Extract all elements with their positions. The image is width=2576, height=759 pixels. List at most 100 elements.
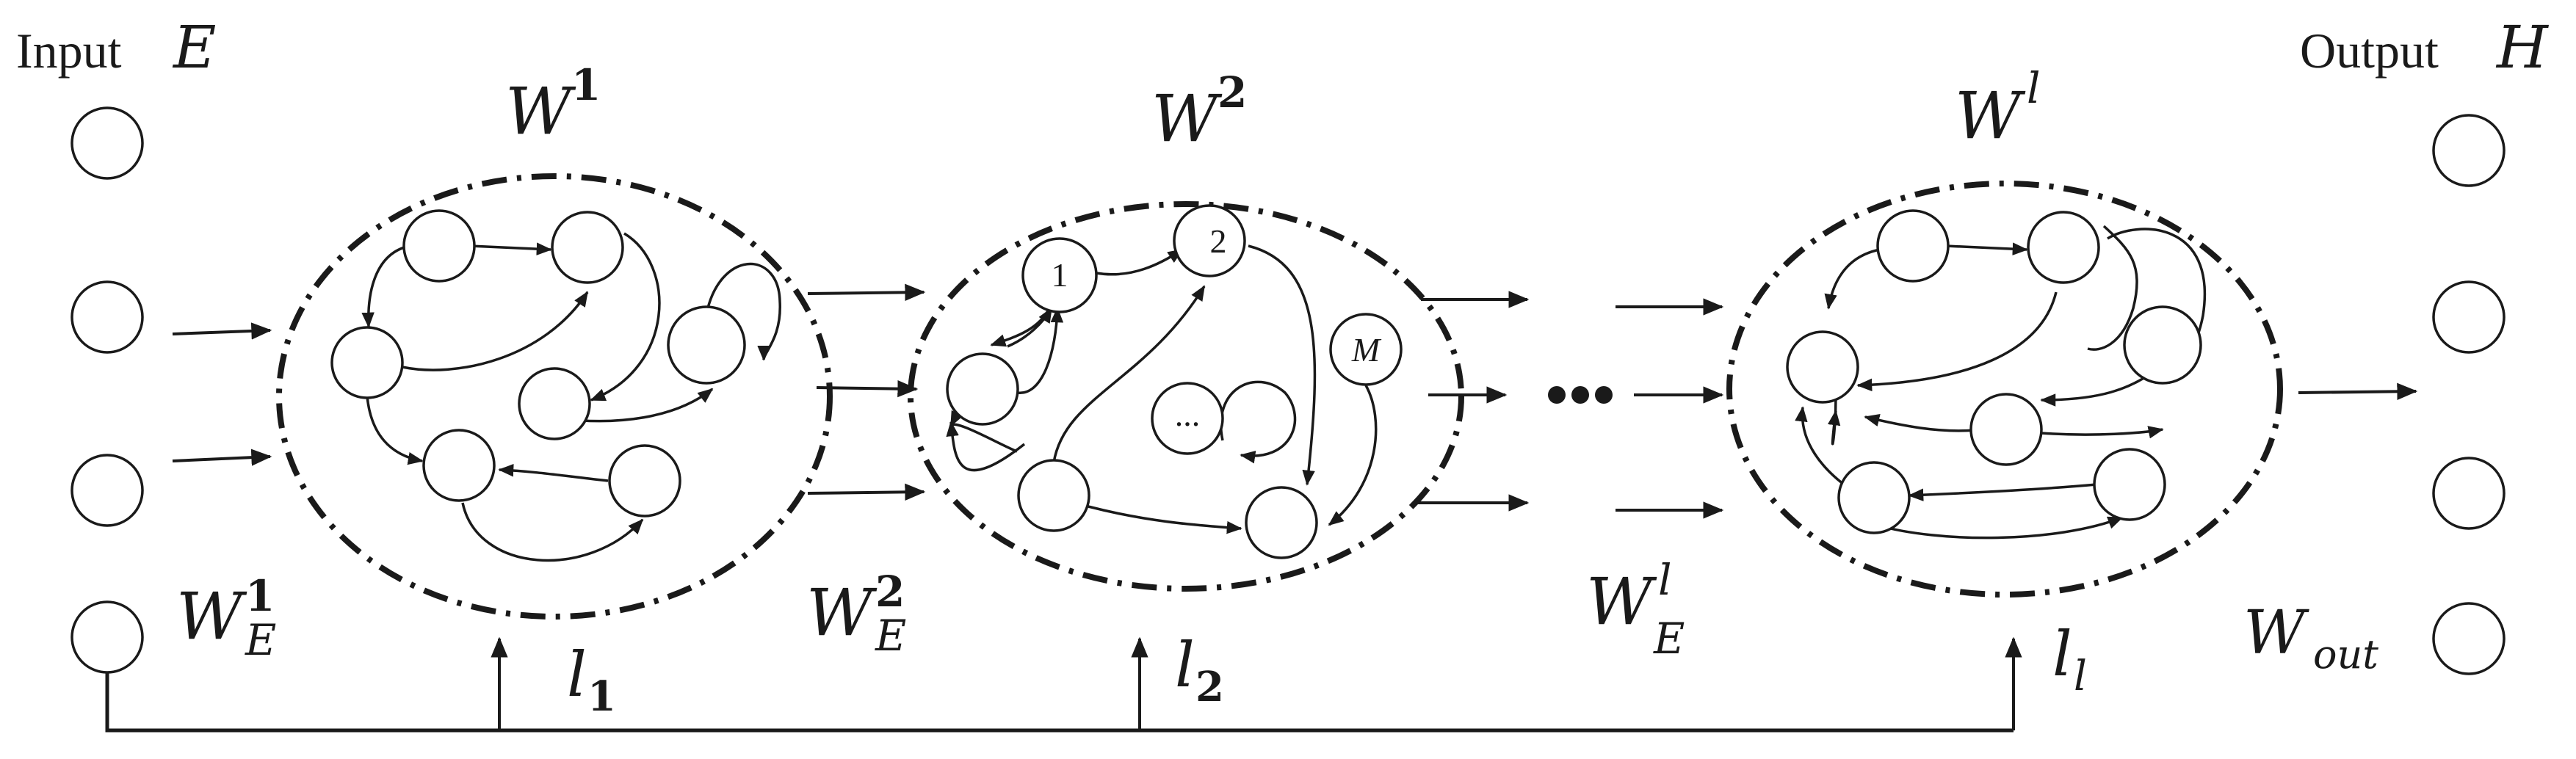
reservoir-edge — [498, 464, 609, 482]
reservoir-edge — [1096, 248, 1184, 276]
input-node — [70, 280, 144, 354]
reservoir-node — [667, 305, 746, 385]
reservoir-l — [1726, 181, 2283, 598]
reservoir-node-m-label: M — [1351, 331, 1382, 368]
ellipsis — [1548, 386, 1613, 404]
reservoir-node — [1969, 393, 2043, 466]
input-weight-2-sub: E — [875, 611, 906, 661]
input-weight-l-base: W — [1586, 564, 1657, 639]
reservoir-l-weight-sup: l — [2027, 63, 2041, 113]
output-weight-sub: out — [2313, 631, 2378, 678]
reservoir-edge — [590, 232, 661, 402]
input-node — [70, 454, 144, 527]
reservoir-l-weight: W l — [1955, 63, 2041, 153]
input-node — [70, 600, 144, 674]
leak-rate-2-sub: 2 — [1195, 663, 1224, 711]
reservoir-2: 1 2 ... M — [908, 201, 1464, 592]
input-nodes — [70, 106, 144, 674]
reservoir-edge — [1908, 483, 2097, 501]
reservoir-edge — [2041, 426, 2164, 439]
reservoir-node — [1245, 486, 1318, 559]
leak-rate-1: l 1 — [567, 639, 616, 721]
input-weight-1-sub: E — [245, 615, 276, 665]
output-node — [2432, 114, 2506, 187]
reservoir-node — [2123, 305, 2202, 385]
output-arrow — [2298, 382, 2418, 400]
ellipsis-dot — [1548, 386, 1566, 404]
reservoir-node-2 — [1173, 204, 1246, 277]
reservoir-edge — [469, 242, 552, 255]
inter-reservoir-arrows-1 — [807, 283, 926, 501]
reservoir-node-dots — [1151, 382, 1224, 455]
output-title: Output H — [2300, 13, 2550, 81]
reservoir-2-weight-sup: 2 — [1218, 68, 1247, 117]
input-weight-1-sup: 1 — [245, 571, 275, 621]
reservoir-node — [946, 352, 1019, 426]
reservoir-1-weight: W 1 — [505, 60, 601, 149]
reservoir-node — [2027, 211, 2100, 284]
reservoir-node — [1017, 459, 1090, 532]
reservoir-1-boundary — [276, 173, 833, 620]
connection-arrow — [816, 380, 919, 398]
input-weight-2-base: W — [806, 575, 878, 650]
reservoir-l-weight-base: W — [1955, 78, 2026, 153]
leak-rate-l-sub: l — [2074, 653, 2087, 700]
bus-line — [105, 672, 2014, 733]
output-node — [2432, 602, 2506, 675]
reservoir-edge — [949, 410, 1018, 453]
leak-rate-2: l 2 — [1175, 629, 1224, 711]
inter-reservoir-arrows-2 — [1414, 291, 1530, 512]
reservoir-edge — [1328, 385, 1378, 526]
output-nodes — [2432, 114, 2506, 675]
reservoir-edge — [361, 244, 410, 328]
reservoir-edge — [1016, 307, 1064, 394]
connection-arrow — [807, 283, 926, 301]
reservoir-edge — [461, 502, 644, 562]
reservoir-node-1-label: 1 — [1052, 256, 1068, 294]
reservoir-edge — [1945, 242, 2028, 255]
output-symbol: H — [2495, 13, 2550, 81]
reservoir-node — [422, 429, 496, 502]
input-weight-2: W 2 E — [806, 567, 906, 661]
reservoir-edge — [1827, 396, 1841, 446]
reservoir-2-weight: W 2 — [1151, 68, 1247, 156]
connection-arrow — [807, 483, 926, 501]
reservoir-l-boundary — [1726, 181, 2283, 598]
reservoir-edge — [1088, 505, 1242, 534]
input-weight-l: W l E — [1586, 555, 1685, 664]
input-weight-1: W 1 E — [176, 571, 276, 665]
input-weight-1-base: W — [176, 578, 247, 654]
reservoir-edge — [1864, 413, 1976, 432]
reservoir-node — [1786, 330, 1859, 404]
input-weight-2-sup: 2 — [875, 567, 905, 617]
reservoir-node — [1876, 209, 1950, 283]
reservoir-node — [2093, 448, 2166, 521]
reservoir-self-loop — [2087, 225, 2138, 351]
reservoir-edge — [366, 396, 424, 465]
input-label: Input — [16, 23, 122, 79]
leak-rate-bus — [105, 636, 2022, 733]
input-weight-l-sub: E — [1653, 614, 1685, 664]
reservoir-edge — [1824, 248, 1881, 310]
reservoir-node — [330, 326, 404, 399]
reservoir-edge — [1052, 285, 1206, 463]
leak-rate-1-base: l — [567, 639, 587, 711]
ellipsis-dot — [1571, 386, 1589, 404]
reservoir-node-1 — [1021, 237, 1098, 313]
leak-rate-l-base: l — [2052, 618, 2072, 690]
reservoir-edge — [1856, 291, 2058, 392]
input-arrow — [172, 322, 272, 340]
reservoir-edge — [946, 421, 1026, 472]
input-title: Input E — [16, 13, 216, 81]
reservoir-edge — [1875, 516, 2124, 540]
reservoir-node — [1837, 461, 1911, 534]
input-node — [70, 106, 144, 180]
input-arrows — [172, 322, 272, 466]
leak-rate-l: l l — [2052, 618, 2087, 700]
reservoir-edge — [1248, 244, 1317, 486]
reservoir-node — [608, 444, 681, 518]
reservoir-node — [551, 211, 624, 284]
output-weight: W out — [2243, 598, 2378, 678]
input-arrow — [172, 448, 272, 466]
